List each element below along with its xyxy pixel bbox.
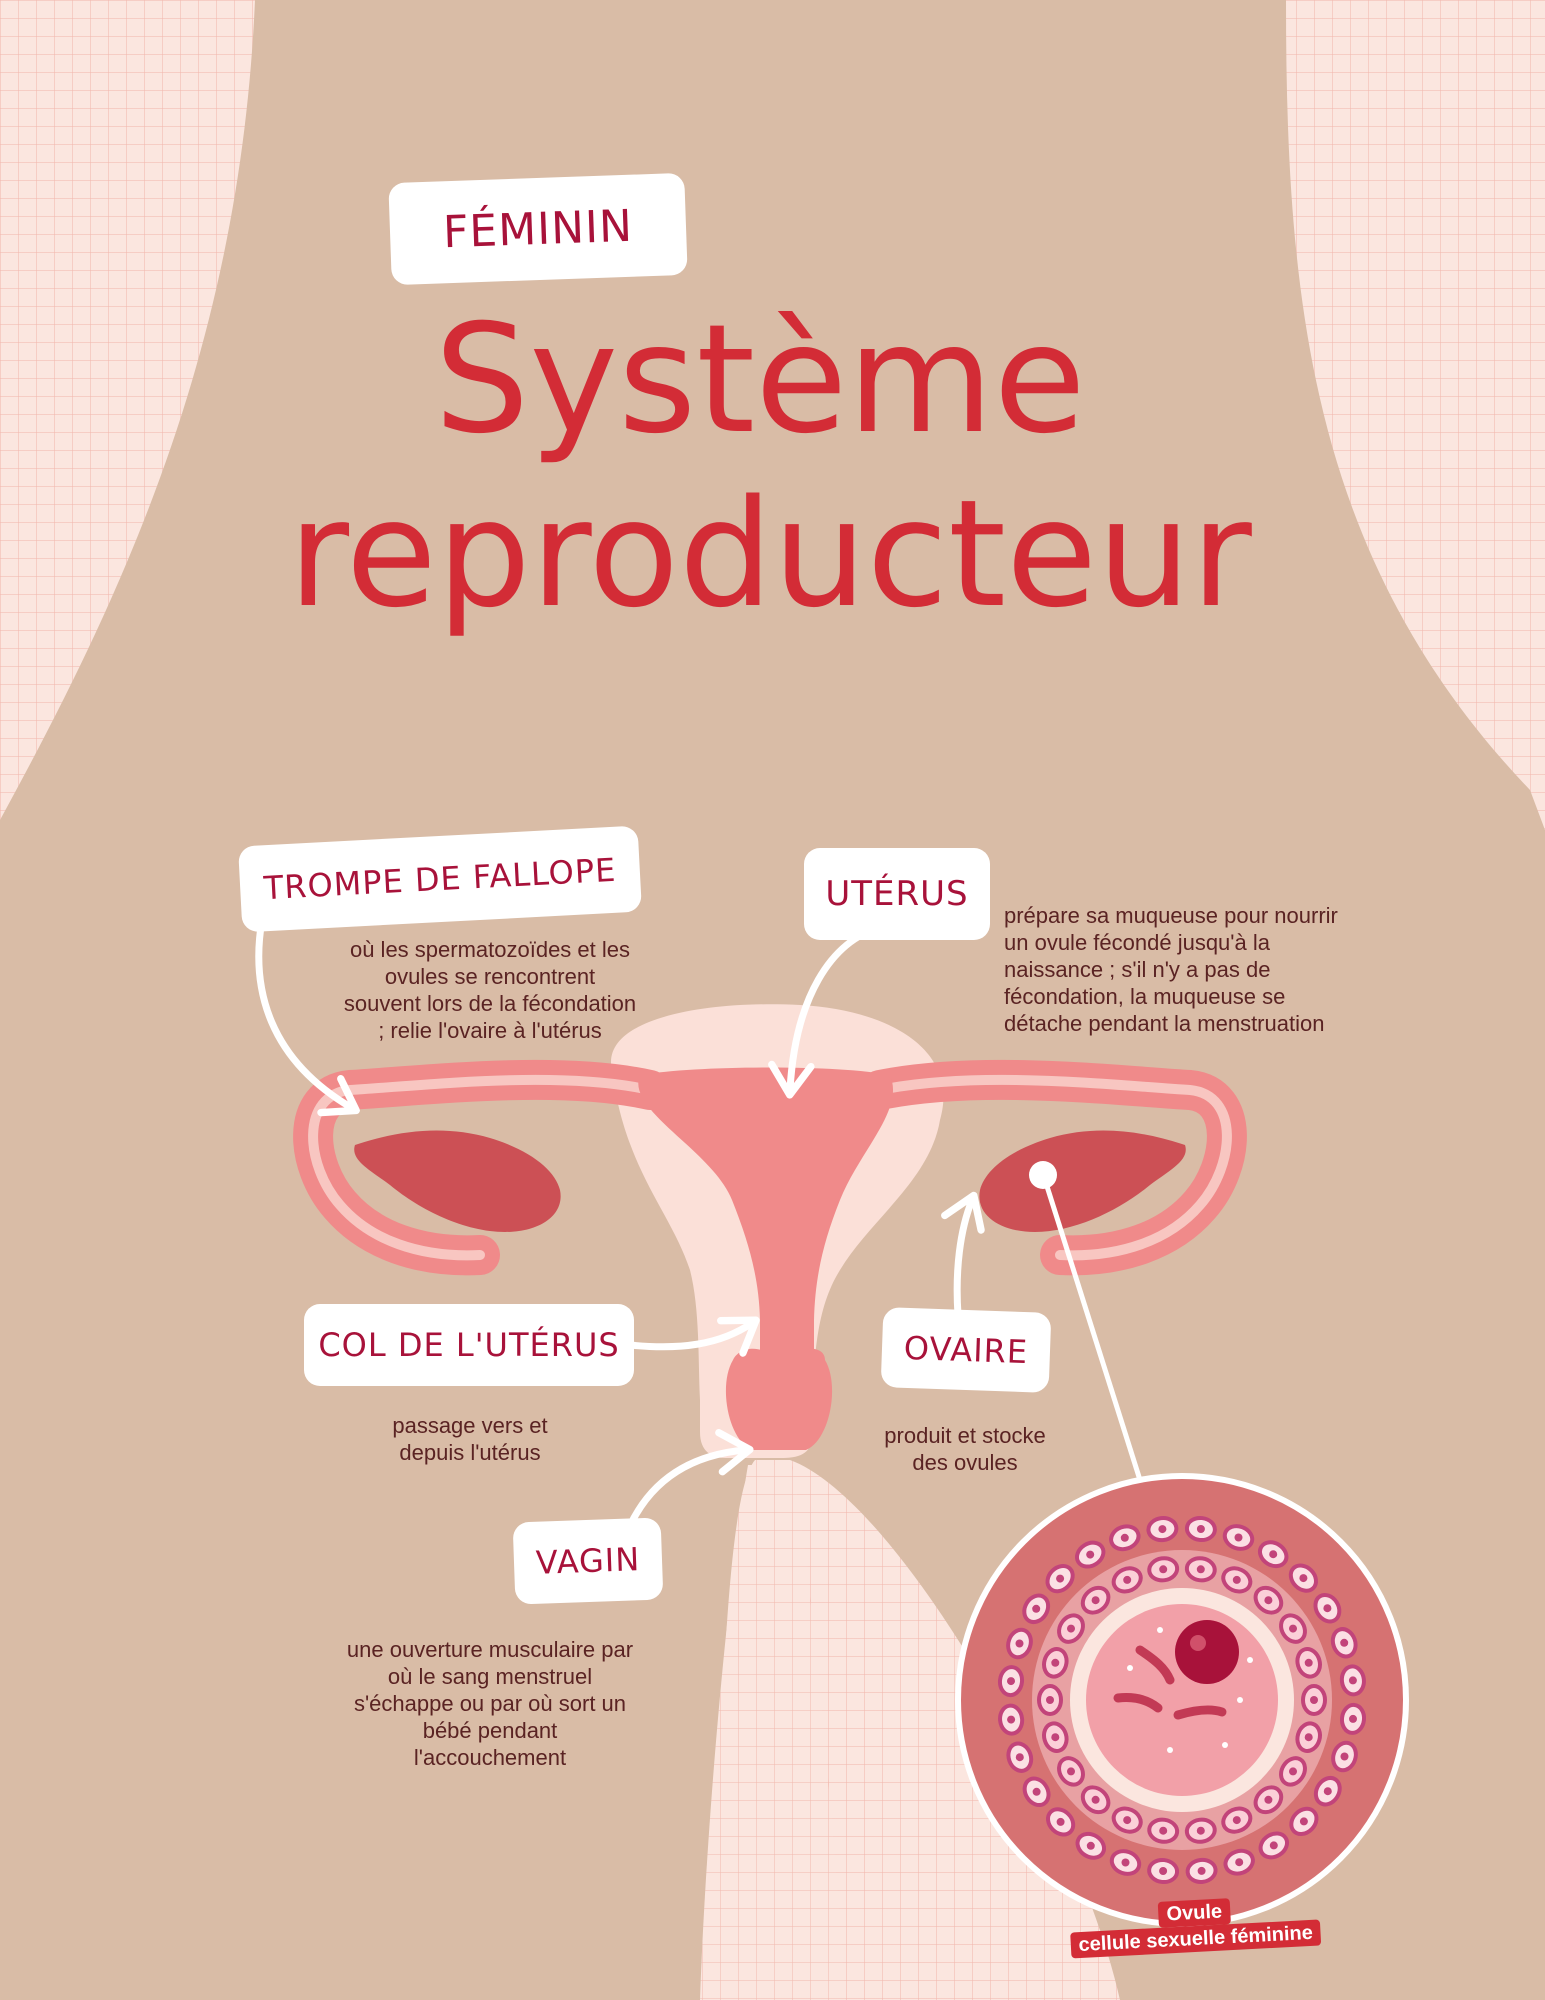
follicle-nucleus: [1051, 1658, 1060, 1667]
follicle-nucleus: [1310, 1696, 1318, 1704]
follicle-nucleus: [1159, 1867, 1168, 1875]
follicle-nucleus: [1056, 1574, 1065, 1583]
ovule-caption-line-1: Ovule: [1157, 1898, 1231, 1928]
uterus-label-text: UTÉRUS: [825, 874, 969, 914]
follicle-nucleus: [1015, 1639, 1024, 1648]
follicle-nucleus: [1086, 1550, 1095, 1559]
follicle-nucleus: [1120, 1533, 1129, 1542]
ovule-zoom-line: [1042, 1179, 1143, 1481]
follicle-nucleus: [1067, 1767, 1075, 1776]
follicle-nucleus: [1032, 1604, 1041, 1613]
follicle-nucleus: [1091, 1596, 1100, 1605]
fallope-arrow: [255, 916, 360, 1117]
left-ovary: [354, 1130, 561, 1232]
vagin-label-text: VAGIN: [535, 1540, 641, 1582]
follicle-nucleus: [1299, 1817, 1308, 1826]
follicle-nucleus: [1196, 1525, 1205, 1533]
follicle-nucleus: [1340, 1752, 1349, 1761]
ovaire-arrow: [941, 1191, 985, 1319]
follicle-nucleus: [1159, 1565, 1168, 1574]
follicle-nucleus: [1348, 1676, 1357, 1685]
uterus-description: prépare sa muqueuse pour nourrir un ovul…: [1004, 903, 1338, 1036]
follicle-nucleus: [1121, 1858, 1130, 1867]
cervix: [725, 1348, 833, 1450]
follicle-nucleus: [1235, 1858, 1244, 1867]
fallope-description: où les spermatozoïdes et les ovules se r…: [343, 937, 637, 1043]
follicle-nucleus: [1056, 1817, 1065, 1826]
follicle-nucleus: [1340, 1638, 1349, 1647]
follicle-nucleus: [1264, 1596, 1273, 1605]
ovaire-label: OVAIRE: [880, 1307, 1052, 1393]
follicle-nucleus: [1323, 1604, 1332, 1613]
title-line-2: reproducteur: [288, 468, 1252, 640]
follicle-nucleus: [1046, 1696, 1054, 1704]
follicle-nucleus: [1349, 1714, 1357, 1723]
vagin-label: VAGIN: [512, 1517, 664, 1605]
ovaire-description: produit et stocke des ovules: [884, 1423, 1046, 1475]
follicle-nucleus: [1007, 1715, 1016, 1724]
fallope-label-text: TROMPE DE FALLOPE: [262, 850, 618, 908]
follicle-nucleus: [1196, 1826, 1205, 1835]
col-label: COL DE L'UTÉRUS: [304, 1304, 634, 1386]
ovule-nucleus: [1175, 1620, 1239, 1684]
title-line-1: Système: [434, 293, 1086, 467]
follicle-nucleus: [1323, 1787, 1332, 1796]
feminin-badge-label: FÉMININ: [442, 200, 634, 258]
follicle-nucleus: [1067, 1624, 1075, 1633]
follicle-nucleus: [1007, 1677, 1015, 1686]
follicle-nucleus: [1304, 1658, 1313, 1667]
col-arrow: [626, 1316, 760, 1357]
follicle-nucleus: [1015, 1753, 1024, 1762]
ovule-pointer-dot: [1029, 1161, 1057, 1189]
follicle-nucleus: [1197, 1866, 1206, 1875]
follicle-nucleus: [1158, 1525, 1167, 1534]
follicle-cells: [997, 1515, 1367, 1885]
uterus-label: UTÉRUS: [804, 848, 990, 940]
feminin-badge: FÉMININ: [388, 172, 688, 286]
right-ovary: [979, 1130, 1186, 1232]
thigh-gap: [700, 1465, 845, 2000]
follicle-nucleus: [1086, 1841, 1095, 1850]
follicle-nucleus: [1051, 1733, 1060, 1742]
follicle-nucleus: [1123, 1575, 1132, 1584]
follicle-nucleus: [1032, 1787, 1041, 1796]
follicle-nucleus: [1232, 1575, 1241, 1584]
follicle-nucleus: [1123, 1816, 1132, 1825]
follicle-nucleus: [1299, 1574, 1308, 1583]
col-label-text: COL DE L'UTÉRUS: [318, 1326, 620, 1364]
vagin-description: une ouverture musculaire par où le sang …: [346, 1637, 634, 1770]
follicle-nucleus: [1304, 1733, 1313, 1742]
follicle-nucleus: [1264, 1795, 1273, 1804]
col-description: passage vers et depuis l'utérus: [392, 1413, 548, 1465]
follicle-nucleus: [1269, 1550, 1278, 1559]
follicle-nucleus: [1232, 1816, 1241, 1825]
uterus-body: [638, 1067, 894, 1380]
follicle-nucleus: [1234, 1533, 1243, 1542]
follicle-nucleus: [1289, 1767, 1297, 1776]
follicle-nucleus: [1091, 1795, 1100, 1804]
vagin-arrow: [624, 1429, 754, 1534]
ovaire-label-text: OVAIRE: [903, 1328, 1029, 1372]
follicle-nucleus: [1289, 1624, 1297, 1633]
follicle-nucleus: [1196, 1565, 1205, 1574]
follicle-nucleus: [1159, 1826, 1168, 1835]
follicle-nucleus: [1269, 1841, 1278, 1850]
